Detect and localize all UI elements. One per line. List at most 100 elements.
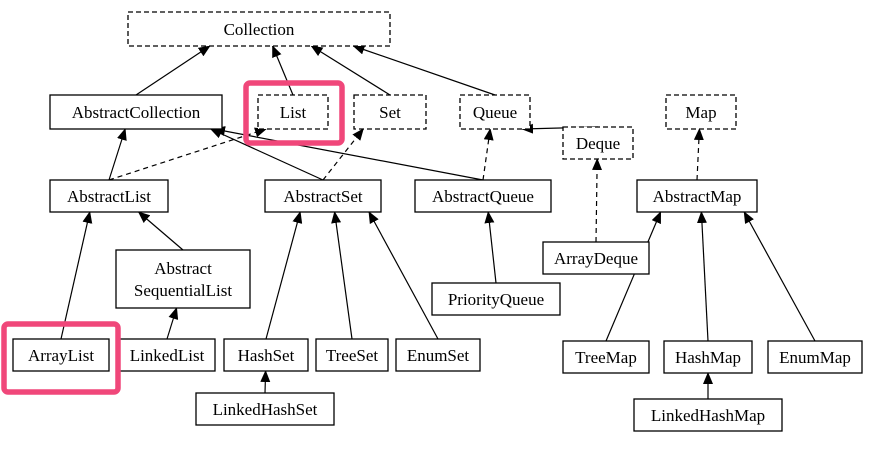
node-abstractset: AbstractSet [264, 179, 382, 213]
node-label-linkedlist: LinkedList [130, 346, 205, 365]
node-box-hashmap [663, 340, 753, 374]
node-abstractcollection: AbstractCollection [49, 94, 223, 130]
node-box-arraylist [12, 338, 110, 372]
node-arraydeque: ArrayDeque [542, 241, 650, 275]
node-box-deque [562, 126, 634, 160]
node-arraylist: ArrayList [12, 338, 110, 372]
node-deque: Deque [562, 126, 634, 160]
edge-enumset-to-abstractset [368, 211, 439, 340]
node-box-linkedhashset [195, 392, 335, 426]
node-abstractlist: AbstractList [49, 179, 169, 213]
node-label-hashset: HashSet [238, 346, 295, 365]
node-linkedhashset: LinkedHashSet [195, 392, 335, 426]
highlight-list [243, 80, 345, 146]
highlight-arraylist [1, 321, 121, 395]
edge-treeset-to-abstractset [331, 211, 353, 340]
edge-arraydeque-to-deque [592, 158, 603, 243]
node-abstractqueue: AbstractQueue [414, 179, 552, 213]
node-map: Map [665, 94, 737, 130]
node-treemap: TreeMap [562, 340, 650, 374]
edge-abstractqueue-to-abstractcollection [213, 126, 484, 181]
node-box-queue [459, 94, 531, 130]
node-box-abstractcollection [49, 94, 223, 130]
node-hashset: HashSet [223, 338, 309, 372]
node-box-priorityqueue [431, 282, 561, 316]
node-abstractmap: AbstractMap [636, 179, 758, 213]
node-box-abstractlist [49, 179, 169, 213]
node-label-hashmap: HashMap [675, 348, 741, 367]
edge-abstractlist-to-list [108, 127, 267, 181]
node-box-abstractqueue [414, 179, 552, 213]
node-label-queue: Queue [473, 103, 517, 122]
node-box-abstractset [264, 179, 382, 213]
node-label-abstractset: AbstractSet [283, 187, 363, 206]
node-box-treeset [315, 338, 389, 372]
node-label-abstractqueue: AbstractQueue [432, 187, 534, 206]
edges [60, 44, 816, 399]
node-label-abstractlist: AbstractList [67, 187, 151, 206]
node-label-treeset: TreeSet [326, 346, 379, 365]
node-linkedlist: LinkedList [118, 338, 216, 372]
node-label-abstractmap: AbstractMap [653, 187, 742, 206]
node-hashmap: HashMap [663, 340, 753, 374]
node-box-linkedhashmap [633, 398, 783, 432]
edge-abstractsequentiallist-to-abstractlist [137, 211, 184, 251]
node-box-hashset [223, 338, 309, 372]
edge-linkedlist-to-abstractsequentiallist [166, 307, 179, 340]
node-label-list: List [280, 103, 307, 122]
edge-linkedhashset-to-hashset [260, 370, 271, 394]
node-label-arraylist: ArrayList [28, 346, 94, 365]
node-label-collection: Collection [224, 20, 295, 39]
node-box-enumset [395, 338, 481, 372]
node-box-abstractsequentiallist [115, 249, 251, 309]
highlights [1, 80, 345, 395]
edge-arraylist-to-abstractlist [60, 211, 93, 340]
node-enummap: EnumMap [767, 340, 863, 374]
edge-abstractset-to-set [322, 128, 364, 181]
node-label-treemap: TreeMap [575, 348, 637, 367]
node-label-enummap: EnumMap [779, 348, 851, 367]
edge-abstractlist-to-abstractcollection [108, 128, 127, 181]
node-box-treemap [562, 340, 650, 374]
node-label-abstractcollection: AbstractCollection [72, 103, 201, 122]
node-box-abstractmap [636, 179, 758, 213]
node-label-abstractsequentiallist: SequentialList [134, 281, 232, 300]
node-label-priorityqueue: PriorityQueue [448, 290, 544, 309]
node-label-abstractsequentiallist: Abstract [154, 259, 212, 278]
node-box-list [257, 94, 329, 130]
node-label-set: Set [379, 103, 401, 122]
edge-queue-to-collection [352, 44, 496, 96]
node-queue: Queue [459, 94, 531, 130]
node-collection: Collection [127, 11, 391, 47]
node-linkedhashmap: LinkedHashMap [633, 398, 783, 432]
node-set: Set [353, 94, 427, 130]
node-label-map: Map [685, 103, 716, 122]
edge-enummap-to-abstractmap [743, 211, 816, 342]
node-list: List [257, 94, 329, 130]
edge-list-to-collection [272, 45, 294, 96]
node-treeset: TreeSet [315, 338, 389, 372]
node-label-enumset: EnumSet [407, 346, 470, 365]
edge-priorityqueue-to-abstractqueue [484, 211, 497, 284]
edge-abstractmap-to-map [693, 128, 704, 181]
node-box-collection [127, 11, 391, 47]
node-enumset: EnumSet [395, 338, 481, 372]
edge-abstractqueue-to-queue [482, 128, 494, 181]
edge-abstractcollection-to-collection [135, 45, 211, 96]
node-priorityqueue: PriorityQueue [431, 282, 561, 316]
node-label-arraydeque: ArrayDeque [554, 249, 638, 268]
node-box-map [665, 94, 737, 130]
node-box-arraydeque [542, 241, 650, 275]
node-box-set [353, 94, 427, 130]
edge-treemap-to-abstractmap [605, 211, 662, 342]
node-label-deque: Deque [576, 134, 620, 153]
edge-hashset-to-abstractset [265, 211, 303, 340]
edge-set-to-collection [310, 45, 391, 96]
node-label-linkedhashmap: LinkedHashMap [651, 406, 765, 425]
edge-abstractset-to-abstractcollection [209, 128, 324, 181]
node-box-enummap [767, 340, 863, 374]
edge-hashmap-to-abstractmap [696, 211, 709, 342]
